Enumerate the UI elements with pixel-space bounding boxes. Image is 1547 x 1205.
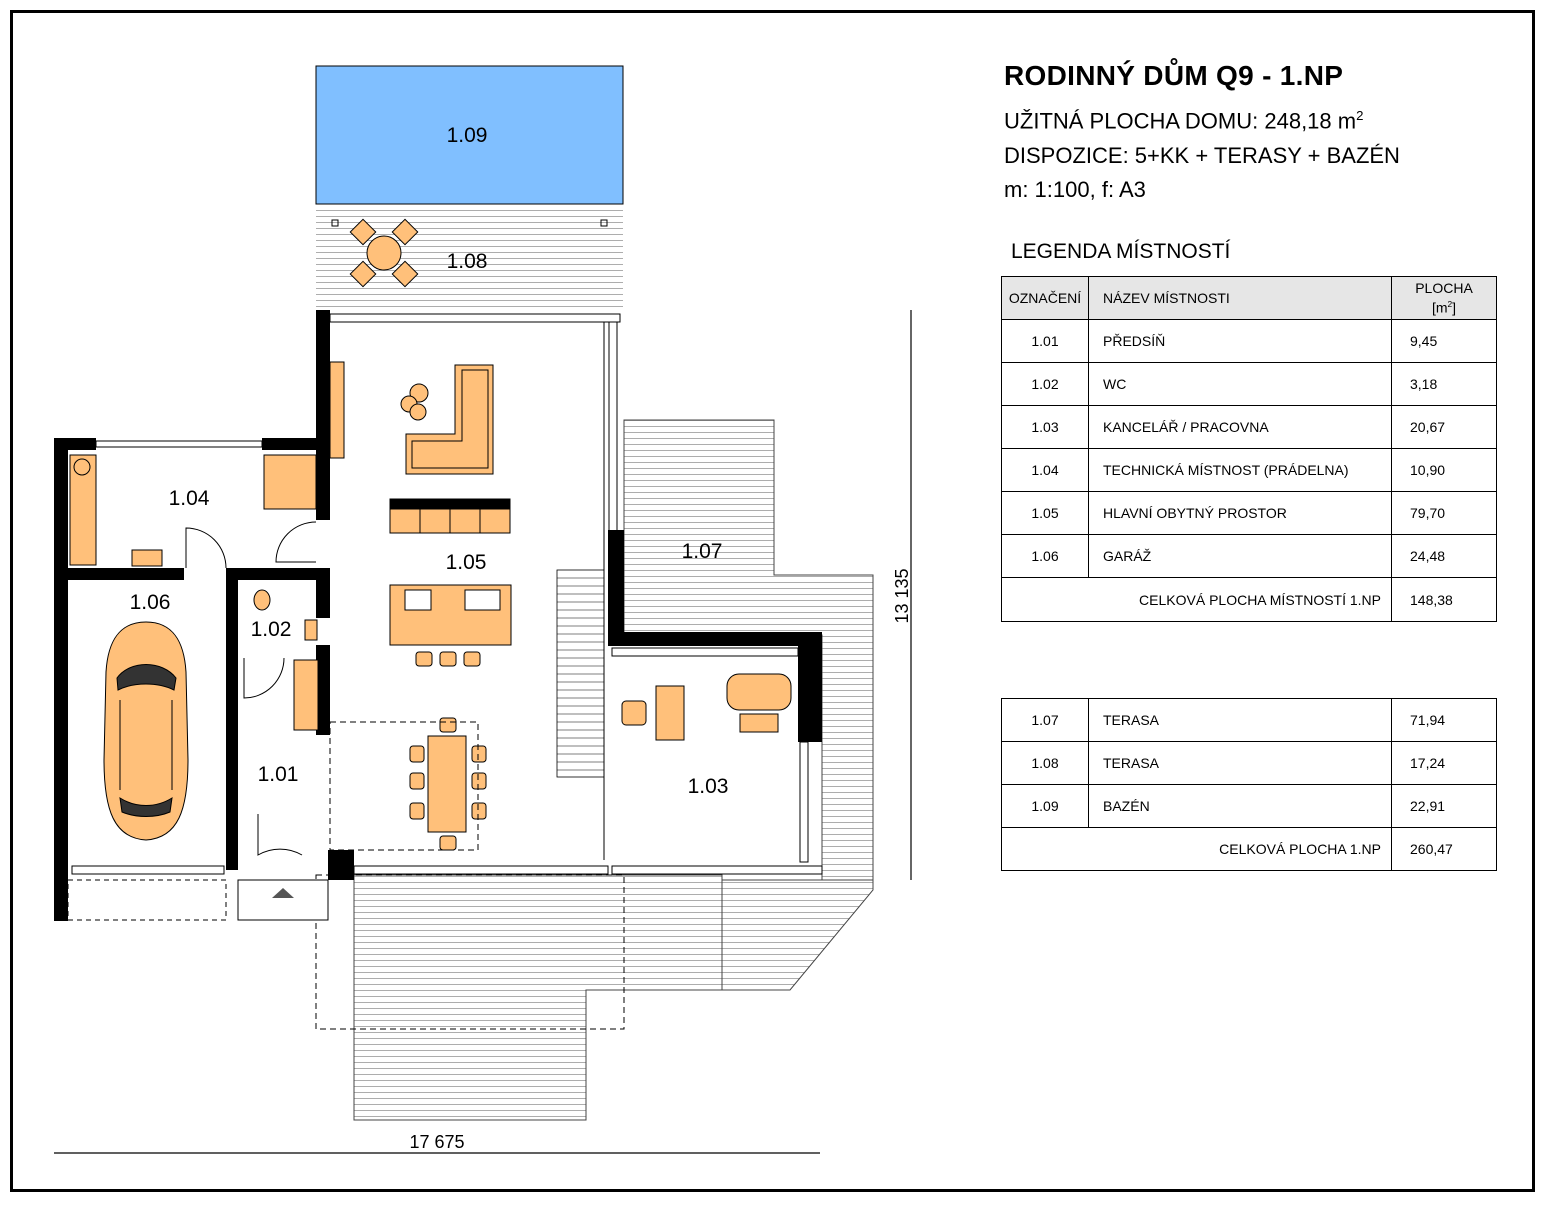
rooms-total-label: CELKOVÁ PLOCHA MÍSTNOSTÍ 1.NP bbox=[1001, 577, 1392, 622]
table-row: 1.04 TECHNICKÁ MÍSTNOST (PRÁDELNA) 10,90 bbox=[1001, 448, 1497, 492]
room-name: WC bbox=[1088, 362, 1392, 406]
header-code: OZNAČENÍ bbox=[1001, 276, 1089, 320]
room-name: PŘEDSÍŇ bbox=[1088, 319, 1392, 363]
room-name: KANCELÁŘ / PRACOVNA bbox=[1088, 405, 1392, 449]
room-code: 1.08 bbox=[1001, 741, 1089, 785]
furniture bbox=[69, 361, 792, 851]
room-area: 79,70 bbox=[1391, 491, 1497, 535]
legend-header-row: OZNAČENÍ NÁZEV MÍSTNOSTI PLOCHA[m2] bbox=[1001, 276, 1497, 320]
label-1-06: 1.06 bbox=[130, 591, 171, 614]
room-name: BAZÉN bbox=[1088, 784, 1392, 828]
table-row: 1.09 BAZÉN 22,91 bbox=[1001, 784, 1497, 828]
garden-table-set bbox=[349, 218, 419, 288]
room-code: 1.07 bbox=[1001, 698, 1089, 742]
room-area: 20,67 bbox=[1391, 405, 1497, 449]
usable-area: UŽITNÁ PLOCHA DOMU: 248,18 m2 bbox=[1004, 108, 1363, 134]
table-row: 1.08 TERASA 17,24 bbox=[1001, 741, 1497, 785]
drawing-frame bbox=[10, 10, 1535, 1192]
drawing-title: RODINNÝ DŮM Q9 - 1.NP bbox=[1004, 60, 1344, 91]
staircase bbox=[556, 569, 605, 778]
room-area: 24,48 bbox=[1391, 534, 1497, 578]
rooms-total-value: 148,38 bbox=[1391, 577, 1497, 622]
room-code: 1.01 bbox=[1001, 319, 1089, 363]
label-1-07: 1.07 bbox=[682, 540, 723, 563]
room-code: 1.06 bbox=[1001, 534, 1089, 578]
table-row: 1.06 GARÁŽ 24,48 bbox=[1001, 534, 1497, 578]
header-name: NÁZEV MÍSTNOSTI bbox=[1088, 276, 1392, 320]
table-row: 1.02 WC 3,18 bbox=[1001, 362, 1497, 406]
room-name: TERASA bbox=[1088, 698, 1392, 742]
room-name: GARÁŽ bbox=[1088, 534, 1392, 578]
room-code: 1.03 bbox=[1001, 405, 1089, 449]
room-name: TECHNICKÁ MÍSTNOST (PRÁDELNA) bbox=[1088, 448, 1392, 492]
room-area: 71,94 bbox=[1391, 698, 1497, 742]
pool bbox=[315, 65, 624, 205]
room-code: 1.02 bbox=[1001, 362, 1089, 406]
total-value: 260,47 bbox=[1391, 827, 1497, 871]
label-1-05: 1.05 bbox=[446, 551, 487, 574]
front-terrace bbox=[353, 874, 723, 1121]
table-row: 1.07 TERASA 71,94 bbox=[1001, 698, 1497, 742]
label-1-09: 1.09 bbox=[447, 124, 488, 147]
outdoor-legend-table: 1.07 TERASA 71,94 1.08 TERASA 17,24 1.09… bbox=[1001, 698, 1497, 871]
room-code: 1.09 bbox=[1001, 784, 1089, 828]
table-row: 1.01 PŘEDSÍŇ 9,45 bbox=[1001, 319, 1497, 363]
room-legend-table: OZNAČENÍ NÁZEV MÍSTNOSTI PLOCHA[m2] 1.01… bbox=[1001, 276, 1497, 622]
room-name: TERASA bbox=[1088, 741, 1392, 785]
usable-area-text: UŽITNÁ PLOCHA DOMU: 248,18 m bbox=[1004, 108, 1357, 134]
room-area: 17,24 bbox=[1391, 741, 1497, 785]
room-code: 1.05 bbox=[1001, 491, 1089, 535]
label-1-08: 1.08 bbox=[447, 250, 488, 273]
walls bbox=[54, 310, 822, 921]
dimension-width: 17 675 bbox=[409, 1132, 464, 1152]
label-1-03: 1.03 bbox=[688, 775, 729, 798]
dimension-height: 13 135 bbox=[892, 568, 912, 623]
table-row: 1.05 HLAVNÍ OBYTNÝ PROSTOR 79,70 bbox=[1001, 491, 1497, 535]
room-area: 9,45 bbox=[1391, 319, 1497, 363]
total-label: CELKOVÁ PLOCHA 1.NP bbox=[1001, 827, 1392, 871]
label-1-01: 1.01 bbox=[258, 763, 299, 786]
table-row: 1.03 KANCELÁŘ / PRACOVNA 20,67 bbox=[1001, 405, 1497, 449]
scale-format: m: 1:100, f: A3 bbox=[1004, 177, 1146, 202]
label-1-02: 1.02 bbox=[251, 618, 292, 641]
room-area: 10,90 bbox=[1391, 448, 1497, 492]
room-code: 1.04 bbox=[1001, 448, 1089, 492]
disposition: DISPOZICE: 5+KK + TERASY + BAZÉN bbox=[1004, 143, 1400, 168]
usable-area-unit-sup: 2 bbox=[1356, 108, 1364, 123]
car-icon bbox=[103, 621, 189, 841]
total-row: CELKOVÁ PLOCHA 1.NP 260,47 bbox=[1001, 827, 1497, 871]
rooms-total-row: CELKOVÁ PLOCHA MÍSTNOSTÍ 1.NP 148,38 bbox=[1001, 577, 1497, 622]
label-1-04: 1.04 bbox=[169, 487, 210, 510]
legend-title: LEGENDA MÍSTNOSTÍ bbox=[1011, 240, 1231, 263]
room-name: HLAVNÍ OBYTNÝ PROSTOR bbox=[1088, 491, 1392, 535]
room-area: 3,18 bbox=[1391, 362, 1497, 406]
room-area: 22,91 bbox=[1391, 784, 1497, 828]
header-area: PLOCHA[m2] bbox=[1391, 276, 1497, 320]
